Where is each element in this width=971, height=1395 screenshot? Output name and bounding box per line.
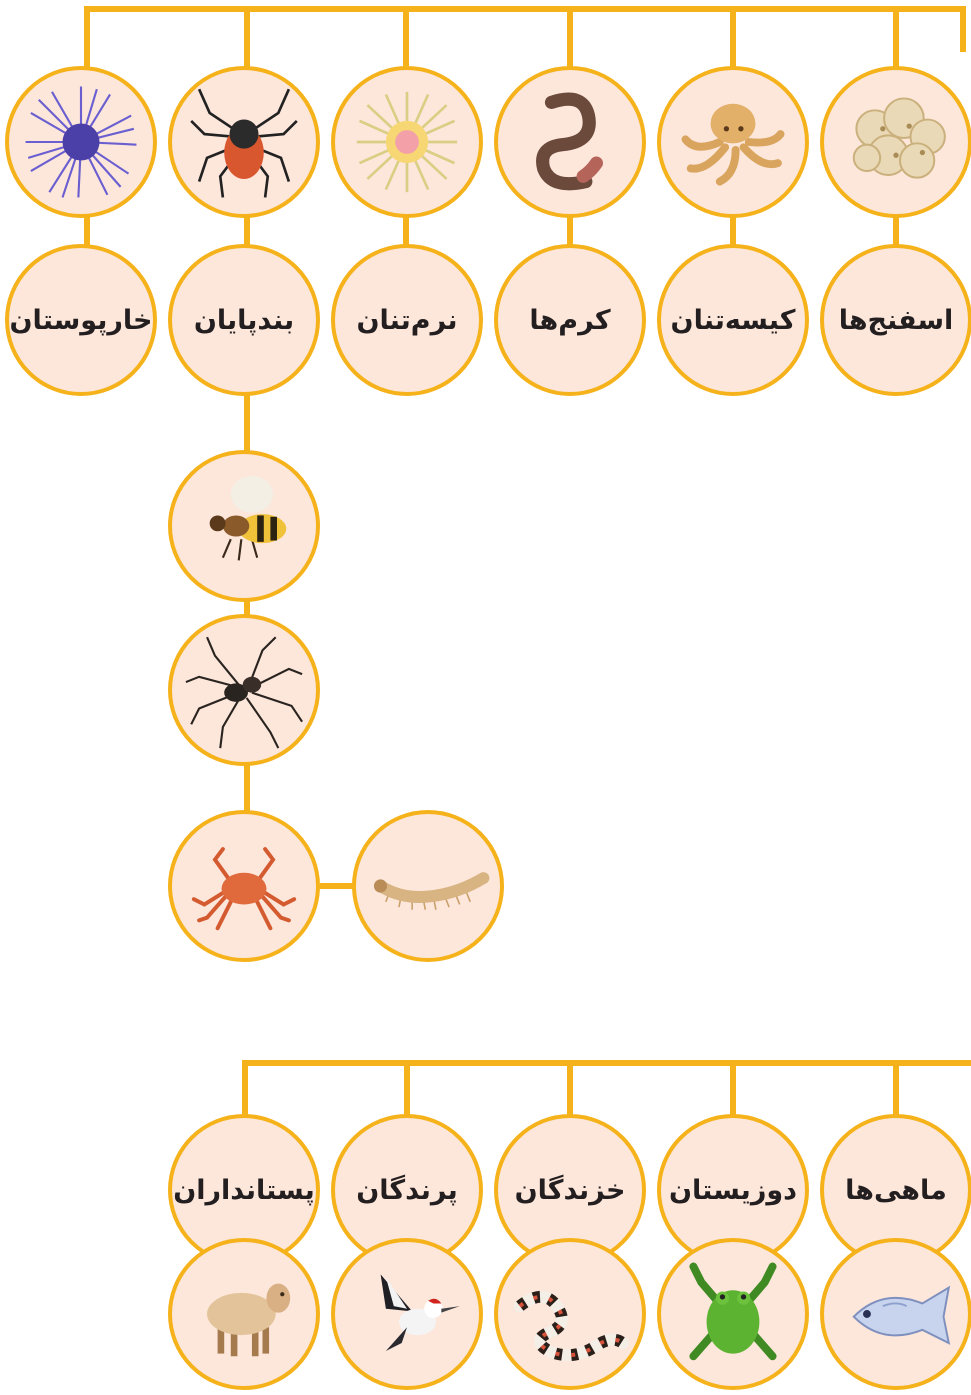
centipede-icon — [373, 872, 490, 910]
group-sponges-label: اسفنج‌ها — [838, 304, 954, 336]
spider-image — [168, 614, 320, 766]
snake-image — [494, 1238, 646, 1390]
group-sponges: اسفنج‌ها — [820, 244, 971, 396]
sea-anemone-icon — [356, 91, 458, 193]
group-coelenterates: کیسه‌تنان — [657, 244, 809, 396]
group-echinoderms: خارپوستان — [5, 244, 157, 396]
group-mollusks: نرم‌تنان — [331, 244, 483, 396]
crab-image — [168, 810, 320, 962]
sponge-icon — [852, 97, 946, 179]
group-mammals-label: پستانداران — [173, 1174, 315, 1206]
worm-image — [494, 66, 646, 218]
bottom-bracket-horizontal — [242, 1060, 971, 1066]
tick-icon — [190, 88, 298, 198]
top-drop-5 — [730, 6, 736, 74]
top-drop-2 — [244, 6, 250, 74]
bottom-drop-2 — [404, 1060, 410, 1118]
bird-icon — [380, 1274, 460, 1351]
crab-icon — [191, 847, 297, 931]
group-amphibians-label: دوزیستان — [669, 1174, 797, 1206]
link-2 — [244, 214, 250, 254]
bottom-drop-4 — [730, 1060, 736, 1118]
group-coelenterates-label: کیسه‌تنان — [670, 304, 796, 336]
link-4 — [567, 214, 573, 254]
bottom-drop-3 — [567, 1060, 573, 1118]
link-5 — [730, 214, 736, 254]
group-mammals: پستانداران — [168, 1114, 320, 1266]
top-bracket-horizontal — [84, 6, 966, 12]
group-birds-label: پرندگان — [356, 1174, 458, 1206]
sponge-image — [820, 66, 971, 218]
snake-icon — [513, 1290, 629, 1362]
fish-icon — [852, 1285, 951, 1345]
sheep-image — [168, 1238, 320, 1390]
group-fishes-label: ماهی‌ها — [845, 1174, 947, 1206]
group-reptiles-label: خزندگان — [514, 1174, 626, 1206]
top-bracket-right-drop — [960, 6, 966, 52]
bottom-drop-1 — [242, 1060, 248, 1118]
top-drop-3 — [403, 6, 409, 74]
worm-icon — [536, 92, 603, 191]
centipede-image — [352, 810, 504, 962]
octopus-icon — [681, 103, 785, 186]
top-drop-4 — [567, 6, 573, 74]
bottom-drop-5 — [893, 1060, 899, 1118]
group-worms-label: کرم‌ها — [529, 304, 611, 336]
crab-centipede-link — [320, 883, 360, 889]
bee-image — [168, 450, 320, 602]
group-arthropods-label: بندپایان — [193, 304, 295, 336]
frog-icon — [689, 1262, 777, 1361]
group-arthropods: بندپایان — [168, 244, 320, 396]
octopus-image — [657, 66, 809, 218]
link-3 — [403, 214, 409, 254]
fish-image — [820, 1238, 971, 1390]
frog-image — [657, 1238, 809, 1390]
group-echinoderms-label: خارپوستان — [9, 304, 153, 336]
group-worms: کرم‌ها — [494, 244, 646, 396]
bird-image — [331, 1238, 483, 1390]
spider-icon — [185, 636, 303, 749]
top-drop-1 — [84, 6, 90, 74]
sea-urchin-image — [5, 66, 157, 218]
link-6 — [893, 214, 899, 254]
sea-anemone-image — [331, 66, 483, 218]
link-1 — [84, 214, 90, 254]
sea-urchin-icon — [25, 86, 137, 198]
sheep-icon — [207, 1283, 291, 1357]
bee-icon — [209, 475, 287, 561]
group-fishes: ماهی‌ها — [820, 1114, 971, 1266]
group-mollusks-label: نرم‌تنان — [356, 304, 458, 336]
tick-image — [168, 66, 320, 218]
top-drop-6 — [893, 6, 899, 74]
